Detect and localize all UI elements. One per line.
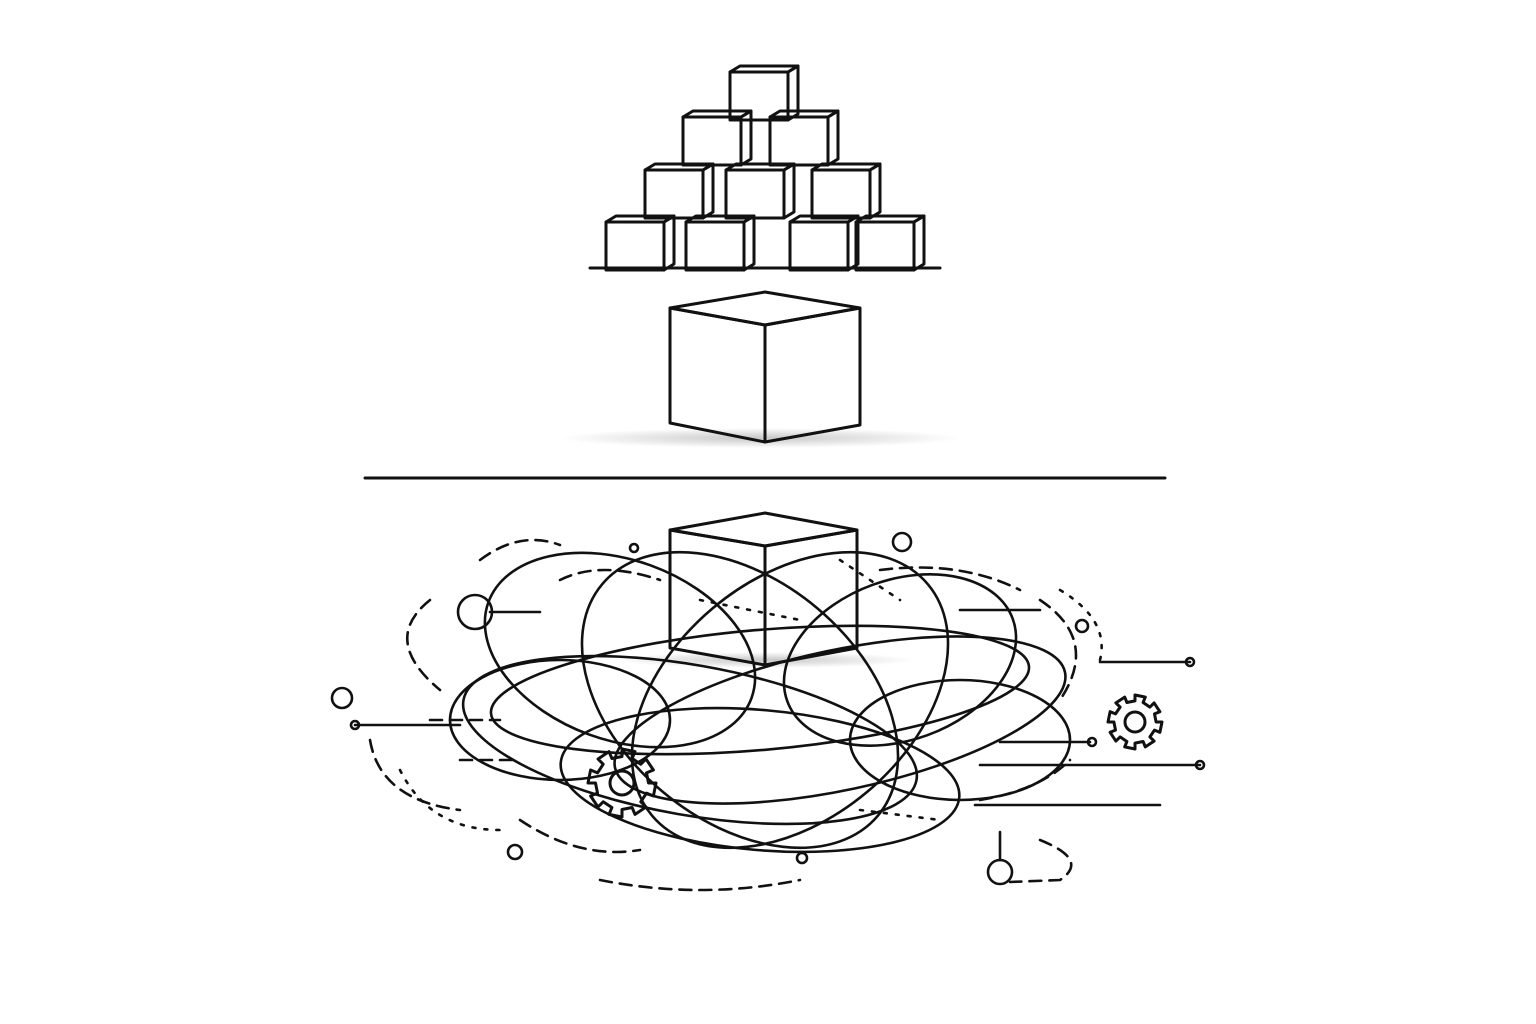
tangle-loop (613, 635, 1067, 805)
tangle-loop (559, 706, 961, 854)
node-circle-icon (349, 719, 361, 731)
node-circle-icon (1086, 736, 1098, 748)
dotted-connector (838, 558, 902, 602)
dotted-connector (698, 598, 802, 622)
cube-icon (768, 109, 840, 167)
cube-left-face (668, 306, 767, 444)
tangled-network (330, 531, 1206, 892)
gear-body (1106, 693, 1164, 751)
node-circle-icon (1074, 618, 1090, 634)
dashed-connector (598, 878, 802, 892)
tangle-loop (630, 550, 950, 850)
cube-icon (681, 109, 753, 167)
cube-icon (668, 290, 862, 444)
gear-icon (1106, 693, 1164, 751)
cube-front-face (768, 115, 830, 167)
cube-icon (604, 214, 676, 272)
gear-hub (1123, 710, 1147, 734)
node-circle-icon (986, 858, 1014, 886)
gear-hub (608, 769, 636, 797)
cube-top-face (668, 290, 862, 327)
cube-front-face (788, 220, 850, 272)
cube-front-face (684, 220, 746, 272)
cube-front-face (643, 168, 705, 220)
tangle-loop (782, 573, 1018, 747)
cube-icon (724, 162, 796, 220)
gear-body (586, 747, 658, 819)
cube-shadow (560, 428, 960, 448)
cube-icon (684, 214, 756, 272)
dashed-connector (1038, 598, 1078, 702)
cube-icon (643, 162, 715, 220)
cube-pyramid (604, 64, 926, 272)
cube-front-face (604, 220, 666, 272)
dotted-connector (398, 768, 502, 832)
dashed-connector (1008, 838, 1073, 884)
tangle-loop (580, 550, 900, 850)
single-cube (668, 290, 862, 444)
node-circle-icon (456, 593, 494, 631)
gear-icon (586, 747, 658, 819)
cube-front-face (810, 168, 872, 220)
cube-icon (788, 214, 860, 272)
dashed-connector (478, 538, 562, 562)
dotted-connector (1058, 588, 1103, 662)
cube-front-face (854, 220, 916, 272)
node-circle-icon (1184, 656, 1196, 668)
cube-on-tangle (615, 511, 915, 668)
dashed-connector (406, 598, 442, 692)
cube-front-face (728, 70, 790, 122)
dashed-connector (518, 818, 642, 854)
tangle-loop (848, 678, 1072, 802)
cube-right-face (763, 306, 862, 444)
cube-right-face (763, 528, 859, 667)
cube-icon (668, 511, 859, 667)
cube-top-face (668, 511, 859, 548)
cube-front-face (681, 115, 743, 167)
dashed-connector (368, 738, 462, 812)
node-circle-icon (506, 843, 524, 861)
cube-front-face (724, 168, 786, 220)
node-circle-icon (891, 531, 913, 553)
cube-left-face (668, 528, 767, 667)
cube-icon (728, 64, 800, 122)
dashed-connector (558, 568, 662, 582)
node-circle-icon (330, 686, 354, 710)
dashed-connector (878, 566, 1022, 592)
cube-icon (810, 162, 882, 220)
node-circle-icon (1194, 759, 1206, 771)
dotted-connector (858, 808, 942, 822)
cube-icon (854, 214, 926, 272)
node-circle-icon (795, 851, 809, 865)
tangle-loop (489, 624, 1031, 756)
node-circle-icon (628, 542, 640, 554)
